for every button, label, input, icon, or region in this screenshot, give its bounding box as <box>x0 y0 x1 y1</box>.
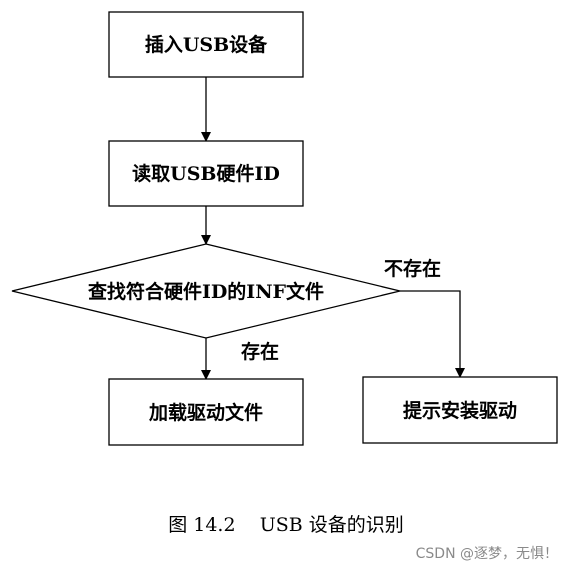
csdn-watermark: CSDN @逐梦，无惧！ <box>416 546 558 562</box>
prompt-install-label: 提示安装驱动 <box>403 399 517 422</box>
load-driver-label: 加载驱动文件 <box>148 401 263 424</box>
insert-usb-label: 插入USB设备 <box>145 33 268 56</box>
figure-caption: 图 14.2 USB 设备的识别 <box>168 514 404 536</box>
arrow-decision-to-prompt <box>400 290 465 378</box>
exists-label: 存在 <box>241 340 279 363</box>
prompt-install-box <box>362 376 558 444</box>
find-inf-label: 查找符合硬件ID的INF文件 <box>87 280 324 303</box>
load-driver-box <box>108 378 304 446</box>
not-exists-label: 不存在 <box>384 257 441 280</box>
read-hardware-id-label: 读取USB硬件ID <box>132 162 280 185</box>
insert-usb-box <box>108 11 304 78</box>
read-hardware-id-box <box>108 140 304 207</box>
